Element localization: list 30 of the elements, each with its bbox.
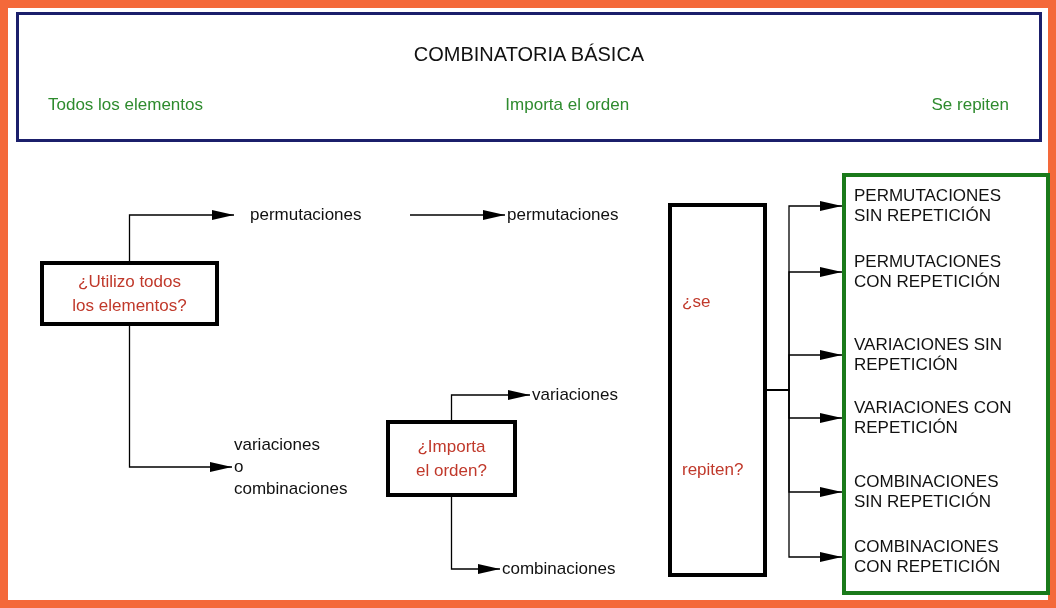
- arrow: [450, 390, 531, 421]
- arrow: [409, 210, 506, 220]
- arrow: [450, 496, 501, 574]
- question-text: ¿Importa el orden?: [415, 435, 488, 482]
- question-text: ¿se: [682, 291, 711, 313]
- header-label: Importa el orden: [505, 94, 630, 116]
- result-label: PERMUTACIONES SIN REPETICIÓN: [846, 186, 1042, 226]
- option-label: combinaciones: [500, 557, 666, 581]
- option-label: variaciones o combinaciones: [232, 434, 372, 500]
- header-label: Todos los elementos: [48, 94, 203, 116]
- title: COMBINATORIA BÁSICA: [412, 42, 646, 67]
- arrow: [128, 210, 235, 262]
- header-box: [16, 12, 1042, 142]
- arrow: [766, 389, 843, 562]
- question-box: [668, 203, 767, 577]
- question-box: [386, 420, 517, 497]
- result-label: VARIACIONES CON REPETICIÓN: [846, 398, 1042, 438]
- results-box: [842, 173, 1050, 595]
- result-label: PERMUTACIONES CON REPETICIÓN: [846, 252, 1042, 292]
- result-label: VARIACIONES SIN REPETICIÓN: [846, 335, 1042, 375]
- option-label: permutaciones: [234, 203, 410, 227]
- result-label: COMBINACIONES SIN REPETICIÓN: [846, 472, 1042, 512]
- result-label: COMBINACIONES CON REPETICIÓN: [846, 537, 1042, 577]
- question-text: ¿Utilizo todos los elementos?: [71, 270, 188, 317]
- option-label: permutaciones: [505, 203, 665, 227]
- option-label: variaciones: [530, 383, 655, 407]
- arrow: [128, 325, 233, 472]
- question-box: [40, 261, 219, 326]
- header-label: Se repiten: [931, 94, 1009, 116]
- question-text: repiten?: [682, 459, 744, 481]
